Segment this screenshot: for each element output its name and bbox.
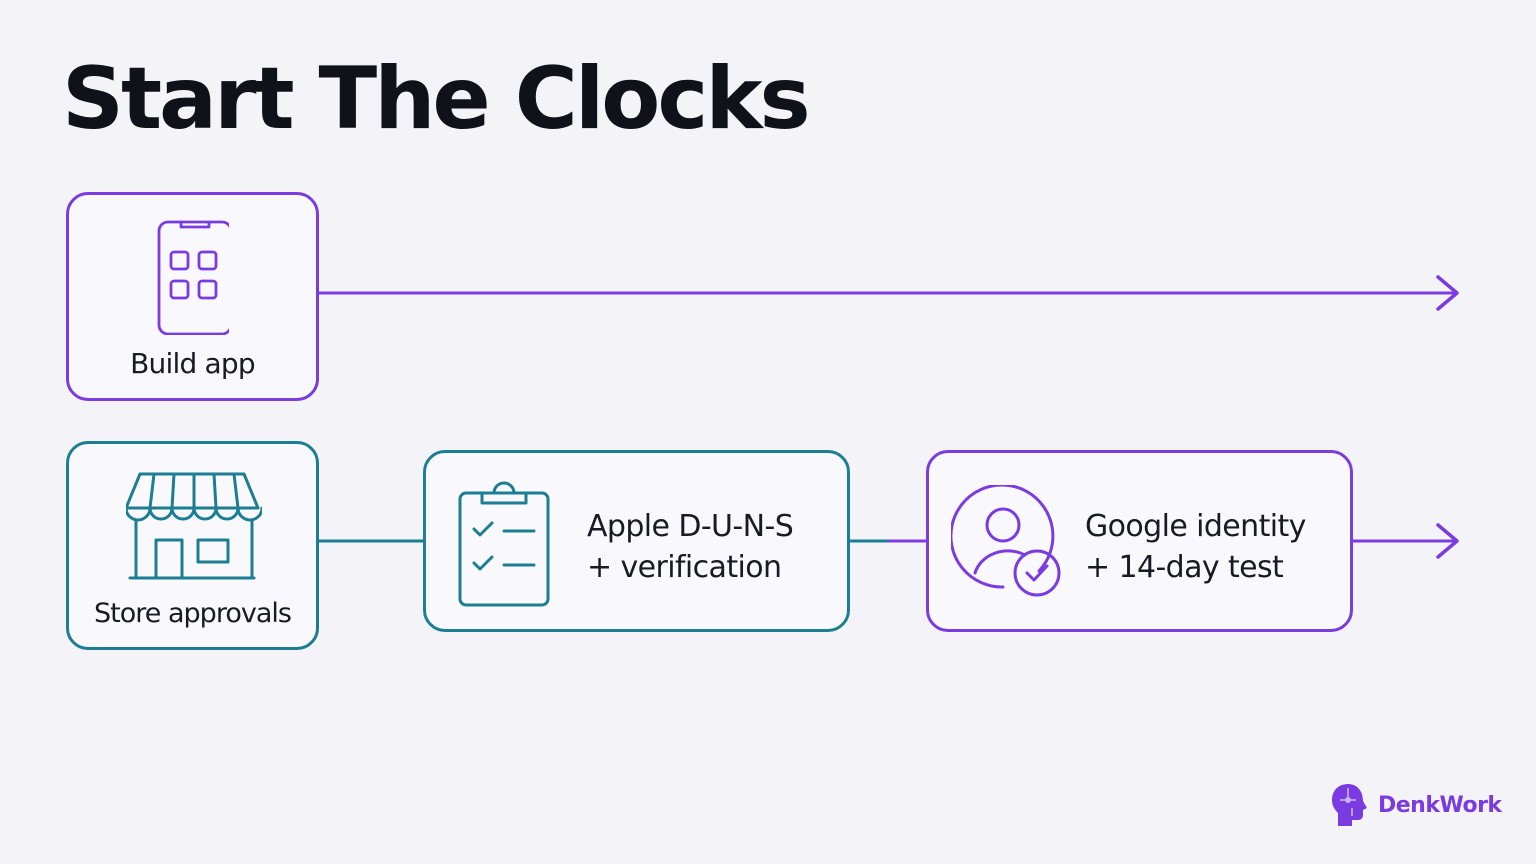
smartphone-apps-icon [153, 219, 233, 339]
build-app-label: Build app [130, 347, 256, 380]
clipboard-checklist-icon [456, 477, 552, 613]
store-approvals-node: Store approvals [66, 441, 319, 650]
brain-puzzle-icon [1330, 782, 1368, 828]
google-identity-label: Google identity + 14-day test [1085, 506, 1306, 588]
approvals-arrowhead [1436, 523, 1459, 559]
build-arrowhead [1436, 275, 1459, 311]
page-title: Start The Clocks [62, 49, 811, 149]
storefront-icon [124, 470, 264, 586]
user-verified-icon [949, 483, 1063, 603]
brand-name: DenkWork [1378, 792, 1502, 818]
apple-duns-line1: Apple D-U-N-S [587, 509, 794, 544]
google-identity-node: Google identity + 14-day test [926, 450, 1353, 632]
apple-duns-node: Apple D-U-N-S + verification [423, 450, 850, 632]
build-app-node: Build app [66, 192, 319, 401]
apple-duns-line2: + verification [587, 550, 782, 585]
apple-duns-label: Apple D-U-N-S + verification [587, 506, 794, 588]
google-identity-line1: Google identity [1085, 509, 1306, 544]
store-approvals-label: Store approvals [94, 598, 292, 629]
google-identity-line2: + 14-day test [1085, 550, 1284, 585]
brand: DenkWork [1330, 782, 1502, 828]
